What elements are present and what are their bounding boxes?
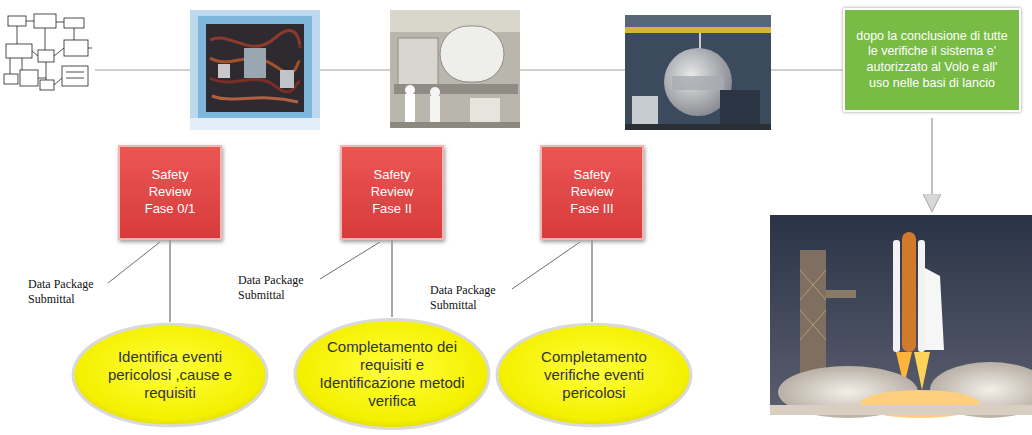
electronics-photo-part (280, 70, 294, 88)
lab-photo-part (440, 26, 504, 82)
schematic-drawing-part (64, 18, 84, 28)
electronics-photo (190, 10, 320, 130)
schematic-drawing-part (88, 48, 92, 49)
outcome-oval: Completamento dei requisiti e Identifica… (292, 316, 492, 432)
module-photo (625, 15, 771, 130)
schematic-drawing-part (20, 70, 38, 86)
schematic-drawing-part (40, 80, 54, 90)
launch-photo-part (800, 310, 826, 340)
schematic-drawing-part (8, 16, 26, 26)
node-text: Identifica eventi pericolosi ,cause e re… (96, 348, 244, 402)
electronics-photo-part (206, 24, 304, 112)
schematic-drawing-part (32, 51, 38, 56)
lab-photo-part (430, 87, 440, 97)
launch-photo (770, 215, 1032, 418)
schematic-drawing-part (38, 50, 54, 62)
schematic-drawing-part (6, 44, 32, 58)
schematic-drawing-part (4, 74, 18, 84)
launch-photo-part (800, 270, 826, 300)
schematic-drawing-part (74, 28, 75, 40)
approval-arrow (931, 118, 933, 210)
lab-photo-part (430, 96, 440, 124)
launch-photo-part (914, 352, 930, 390)
leader-line-part (320, 242, 380, 279)
electronics-photo-part (218, 64, 230, 78)
launch-photo-part (902, 232, 916, 352)
review-box: Safety Review Fase II (340, 145, 444, 240)
schematic-drawing-part (56, 22, 64, 23)
electronics-photo-part (190, 118, 320, 130)
schematic-drawing-part (54, 78, 62, 85)
launch-photo-part (800, 310, 826, 340)
schematic-drawing-part (26, 21, 34, 22)
module-photo-part (672, 76, 724, 90)
module-photo-part (625, 27, 771, 33)
lab-photo-part (390, 10, 520, 128)
oval-shape (295, 319, 489, 428)
module-photo-part (625, 15, 771, 130)
lab-photo-part (405, 85, 415, 95)
schematic-drawing-part (38, 78, 46, 79)
leader-line-part (108, 242, 160, 283)
package-label: Data Package Submittal (430, 283, 512, 313)
schematic-drawing-part (46, 62, 47, 80)
module-photo-part (632, 96, 658, 124)
module-photo-part (625, 15, 771, 29)
oval-shape (497, 324, 691, 426)
schematic-drawing-part (45, 28, 46, 50)
package-label: Data Package Submittal (238, 273, 320, 303)
electronics-photo-part (190, 10, 320, 130)
electronics-photo-part (198, 16, 312, 124)
outcome-oval: Completamento verifiche eventi pericolos… (494, 321, 694, 429)
schematic-drawing-part (66, 78, 84, 79)
lab-photo-part (470, 98, 500, 124)
approval-box: dopo la conclusione di tutte le verifich… (843, 8, 1021, 112)
node-text: Safety Review Fase III (562, 167, 622, 218)
schematic-drawing-part (54, 48, 64, 56)
schematic-drawing-part (22, 58, 23, 70)
module-photo-part (625, 124, 771, 130)
module-photo-part (720, 90, 760, 124)
review-box: Safety Review Fase III (540, 145, 644, 240)
oval-shape (73, 324, 267, 426)
outcome-oval: Identifica eventi pericolosi ,cause e re… (70, 321, 270, 429)
launch-photo-part (800, 270, 826, 300)
package-label: Data Package Submittal (28, 277, 110, 307)
schematic-drawing-part (34, 14, 56, 28)
connector-line (591, 240, 592, 322)
schematic-drawing-part (64, 40, 88, 56)
node-text: Safety Review Fase II (362, 167, 422, 218)
electronics-photo-part (212, 96, 298, 102)
lab-photo-part (390, 122, 520, 128)
launch-photo-part (918, 240, 925, 352)
node-text: Completamento verifiche eventi pericolos… (520, 348, 668, 402)
lab-photo-part (398, 38, 438, 86)
launch-photo-part (826, 290, 856, 298)
connector-line (391, 240, 392, 317)
schematic-drawing-part (2, 10, 94, 96)
lab-photo-part (394, 84, 518, 94)
launch-photo-part (925, 268, 944, 350)
schematic-drawing-part (10, 58, 11, 74)
node-text: dopo la conclusione di tutte le verifich… (855, 29, 1009, 92)
launch-photo-part (893, 240, 900, 352)
electronics-photo-part (244, 48, 266, 78)
schematic-drawing (2, 10, 94, 96)
lab-photo-part (405, 94, 415, 124)
leader-line (108, 242, 580, 289)
connector-line (169, 240, 170, 322)
node-text: Safety Review Fase 0/1 (140, 167, 200, 218)
lab-photo (390, 10, 520, 128)
node-text: Completamento dei requisiti e Identifica… (318, 338, 466, 410)
leader-line-part (512, 242, 580, 289)
electronics-photo-part (210, 31, 300, 47)
launch-photo-part (770, 405, 1032, 415)
schematic-drawing-part (17, 26, 18, 44)
schematic-drawing-part (62, 66, 88, 86)
review-box: Safety Review Fase 0/1 (118, 145, 222, 240)
schematic-drawing-part (66, 72, 84, 73)
